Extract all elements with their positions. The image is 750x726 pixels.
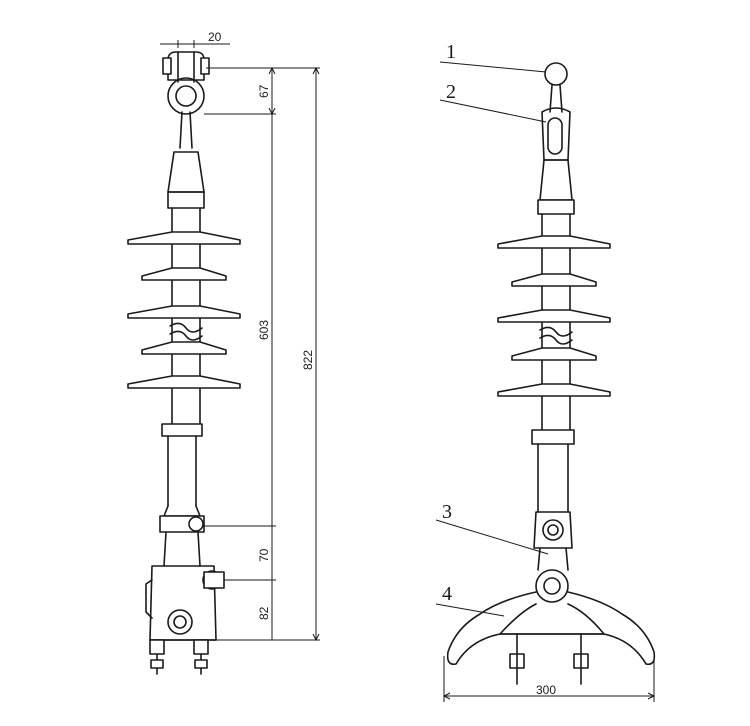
- dim-insulator-length: 603: [257, 320, 271, 340]
- shed: [511, 347, 597, 361]
- shed: [511, 273, 597, 287]
- dim-clevis-length: 70: [257, 548, 271, 562]
- suspension-clamp: [145, 565, 225, 675]
- shed: [497, 383, 611, 397]
- callout-2: 2: [446, 81, 456, 103]
- callout-leaders: [435, 61, 549, 617]
- dim-total-length: 822: [301, 350, 315, 370]
- shed: [497, 309, 611, 323]
- dim-top-width: 20: [208, 30, 222, 44]
- callout-1: 1: [446, 41, 456, 63]
- ball-fitting: [544, 62, 568, 113]
- clamp-saddle: [446, 569, 656, 685]
- dim-clamp-width: 300: [536, 683, 556, 697]
- upper-end-fitting: [167, 151, 205, 233]
- clevis: [159, 515, 205, 567]
- top-shackle: [162, 51, 210, 149]
- dim-eye-height: 67: [257, 84, 271, 98]
- shed: [127, 305, 241, 319]
- shed: [141, 341, 227, 355]
- shed: [497, 235, 611, 249]
- shed: [127, 231, 241, 245]
- right-front-view: 1 2 3 4 300: [435, 41, 656, 702]
- dimension-lines: [160, 40, 320, 642]
- socket: [541, 107, 571, 161]
- lower-end-fitting: [161, 423, 203, 517]
- left-side-view: 20 67 603 822 70 82: [127, 30, 320, 675]
- shed: [141, 267, 227, 281]
- callout-3: 3: [442, 501, 452, 523]
- dim-clamp-length: 82: [257, 606, 271, 620]
- callout-4: 4: [442, 583, 452, 605]
- shed: [127, 375, 241, 389]
- width-dimension: [442, 656, 656, 702]
- clevis-pin: [533, 511, 573, 571]
